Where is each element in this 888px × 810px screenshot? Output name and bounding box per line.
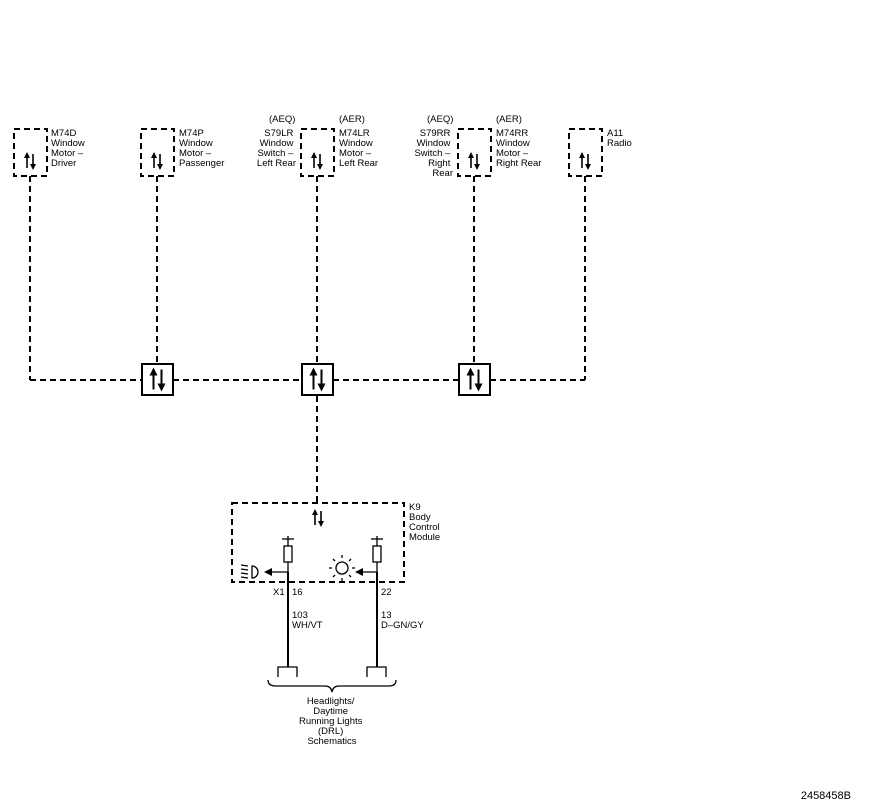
component-label: M74RR Window Motor – Right Rear xyxy=(496,128,541,169)
splice-center xyxy=(301,363,334,396)
data-arrows-icon xyxy=(467,151,481,171)
module-label: K9 Body Control Module xyxy=(409,502,442,543)
component-label: M74LR Window Motor – Left Rear xyxy=(339,128,378,169)
component-m74d: M74D Window Motor – Driver xyxy=(13,128,87,177)
splice-left xyxy=(141,363,174,396)
component-a11: A11 Radio xyxy=(568,128,632,177)
component-label: A11 Radio xyxy=(607,128,632,149)
component-label: S79RR Window Switch – Right Rear xyxy=(414,128,453,179)
data-arrows-icon xyxy=(465,366,484,393)
connector-label: X1 xyxy=(273,587,285,598)
pin-label: 22 xyxy=(381,587,392,598)
component-label: S79LR Window Switch – Left Rear xyxy=(257,128,296,169)
body-control-module: K9 Body Control Module xyxy=(231,502,442,583)
pin-label: 16 xyxy=(292,587,303,598)
data-arrows-icon xyxy=(310,151,324,171)
component-label: M74D Window Motor – Driver xyxy=(51,128,87,169)
reference-brace xyxy=(267,679,397,693)
data-arrows-icon xyxy=(23,151,37,171)
option-aer-label: (AER) xyxy=(496,114,522,125)
sun-icon xyxy=(329,555,355,581)
splice-right xyxy=(458,363,491,396)
headlamp-icon xyxy=(240,564,259,579)
data-arrows-icon xyxy=(148,366,167,393)
data-arrows-icon xyxy=(150,151,164,171)
data-bus xyxy=(29,176,586,503)
option-aeq-label: (AEQ) xyxy=(427,114,453,125)
circuit-label: 103 WH/VT xyxy=(292,610,323,631)
output-wires xyxy=(277,572,387,677)
circuit-label: 13 D–GN/GY xyxy=(381,610,424,631)
reference-label: Headlights/ Daytime Running Lights (DRL)… xyxy=(299,696,365,747)
component-label: M74P Window Motor – Passenger xyxy=(179,128,224,169)
component-s79rr-m74rr: (AEQ) (AER) S79RR Window Switch – Right … xyxy=(414,114,541,179)
component-s79lr-m74lr: (AEQ) (AER) S79LR Window Switch – Left R… xyxy=(257,114,378,177)
option-aeq-label: (AEQ) xyxy=(269,114,295,125)
option-aer-label: (AER) xyxy=(339,114,365,125)
component-m74p: M74P Window Motor – Passenger xyxy=(140,128,224,177)
data-arrows-icon xyxy=(308,366,327,393)
figure-id: 2458458B xyxy=(801,790,851,802)
data-arrows-icon xyxy=(578,151,592,171)
data-arrows-icon xyxy=(311,508,325,528)
